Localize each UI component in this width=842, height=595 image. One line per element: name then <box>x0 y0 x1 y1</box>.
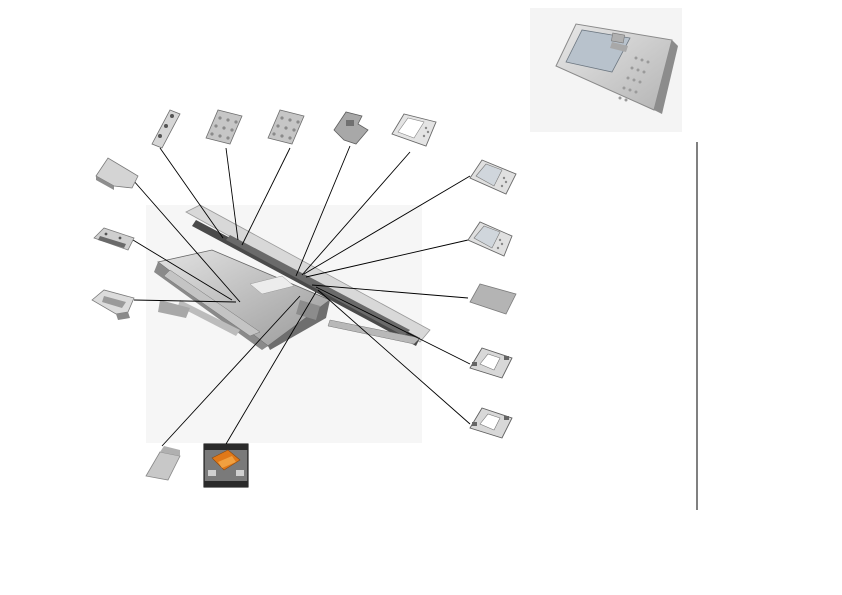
left-bracket-top[interactable] <box>95 157 139 190</box>
left-bracket-middle[interactable] <box>93 227 135 251</box>
flat-cable[interactable] <box>145 446 181 481</box>
display-bracket[interactable] <box>333 111 369 145</box>
mounting-plate-2[interactable] <box>469 407 513 439</box>
keypad-membrane-1[interactable] <box>205 109 243 145</box>
panel-frame-top[interactable] <box>391 113 437 147</box>
main-assembly <box>146 204 431 443</box>
keypad-membrane-2[interactable] <box>267 109 305 145</box>
panel-frame-right-2[interactable] <box>467 221 513 257</box>
protective-sheet[interactable] <box>469 283 517 315</box>
mounting-plate-1[interactable] <box>469 347 513 379</box>
hinge-strip[interactable] <box>151 109 181 149</box>
leader-lines <box>132 145 471 447</box>
panel-frame-right-1[interactable] <box>469 159 517 195</box>
connector-board[interactable] <box>203 443 249 488</box>
left-bracket-bottom[interactable] <box>91 289 135 320</box>
assembled-control-panel <box>530 8 682 132</box>
